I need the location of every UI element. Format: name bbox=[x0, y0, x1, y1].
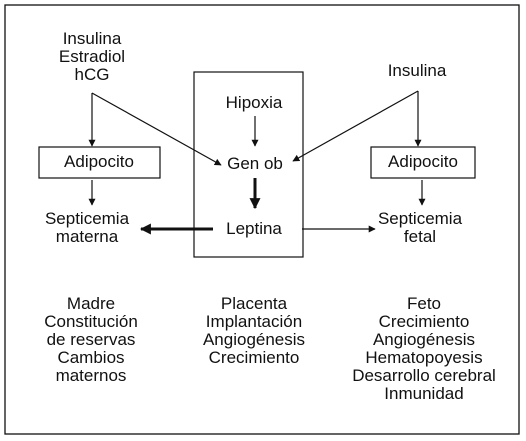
outer-frame bbox=[4, 4, 520, 435]
placenta-line-2: Implantación bbox=[205, 312, 303, 331]
madre-line-4: Cambios bbox=[57, 348, 125, 367]
left-input-1: Insulina bbox=[62, 29, 122, 48]
left-outcome-line-1: Septicemia bbox=[44, 209, 130, 228]
left-inputs-label: Insulina Estradiol hCG bbox=[59, 30, 125, 84]
feto-line-4: Hematopoyesis bbox=[365, 348, 483, 367]
placenta-line-3: Angiogénesis bbox=[202, 330, 306, 349]
placenta-column: Placenta Implantación Angiogénesis Creci… bbox=[203, 295, 305, 367]
arrow-right-input-to-gen-ob bbox=[292, 90, 419, 162]
left-input-2: Estradiol bbox=[58, 47, 126, 66]
leptina-label: Leptina bbox=[226, 219, 282, 238]
madre-line-2: Constitución bbox=[44, 312, 138, 331]
placenta-line-4: Crecimiento bbox=[208, 348, 300, 367]
right-outcome-line-1: Septicemia bbox=[377, 209, 463, 228]
gen-ob-label: Gen ob bbox=[227, 154, 283, 173]
feto-line-3: Angiogénesis bbox=[372, 330, 476, 349]
left-adipocyte-box bbox=[38, 146, 161, 179]
left-adipocyte-label: Adipocito bbox=[64, 152, 134, 171]
placenta-line-1: Placenta bbox=[220, 294, 288, 313]
feto-line-5: Desarrollo cerebral bbox=[352, 366, 496, 385]
left-outcome-line-2: materna bbox=[55, 227, 119, 246]
right-input-label: Insulina bbox=[387, 61, 447, 80]
right-outcome-line-2: fetal bbox=[403, 227, 437, 246]
right-adipocyte-label: Adipocito bbox=[388, 152, 458, 171]
right-outcome-label: Septicemia fetal bbox=[378, 210, 462, 246]
madre-line-3: de reservas bbox=[46, 330, 136, 349]
right-adipocyte-box bbox=[370, 146, 476, 179]
left-input-3: hCG bbox=[74, 65, 110, 84]
madre-line-1: Madre bbox=[66, 294, 116, 313]
feto-column: Feto Crecimiento Angiogénesis Hematopoye… bbox=[352, 295, 496, 403]
hipoxia-label: Hipoxia bbox=[225, 93, 283, 112]
placenta-box bbox=[193, 71, 304, 258]
feto-line-6: Inmunidad bbox=[384, 384, 464, 403]
madre-column: Madre Constitución de reservas Cambios m… bbox=[44, 295, 138, 385]
feto-line-1: Feto bbox=[406, 294, 442, 313]
feto-line-2: Crecimiento bbox=[378, 312, 470, 331]
madre-line-5: maternos bbox=[55, 366, 127, 385]
left-outcome-label: Septicemia materna bbox=[45, 210, 129, 246]
arrow-left-inputs-to-gen-ob bbox=[91, 92, 222, 166]
